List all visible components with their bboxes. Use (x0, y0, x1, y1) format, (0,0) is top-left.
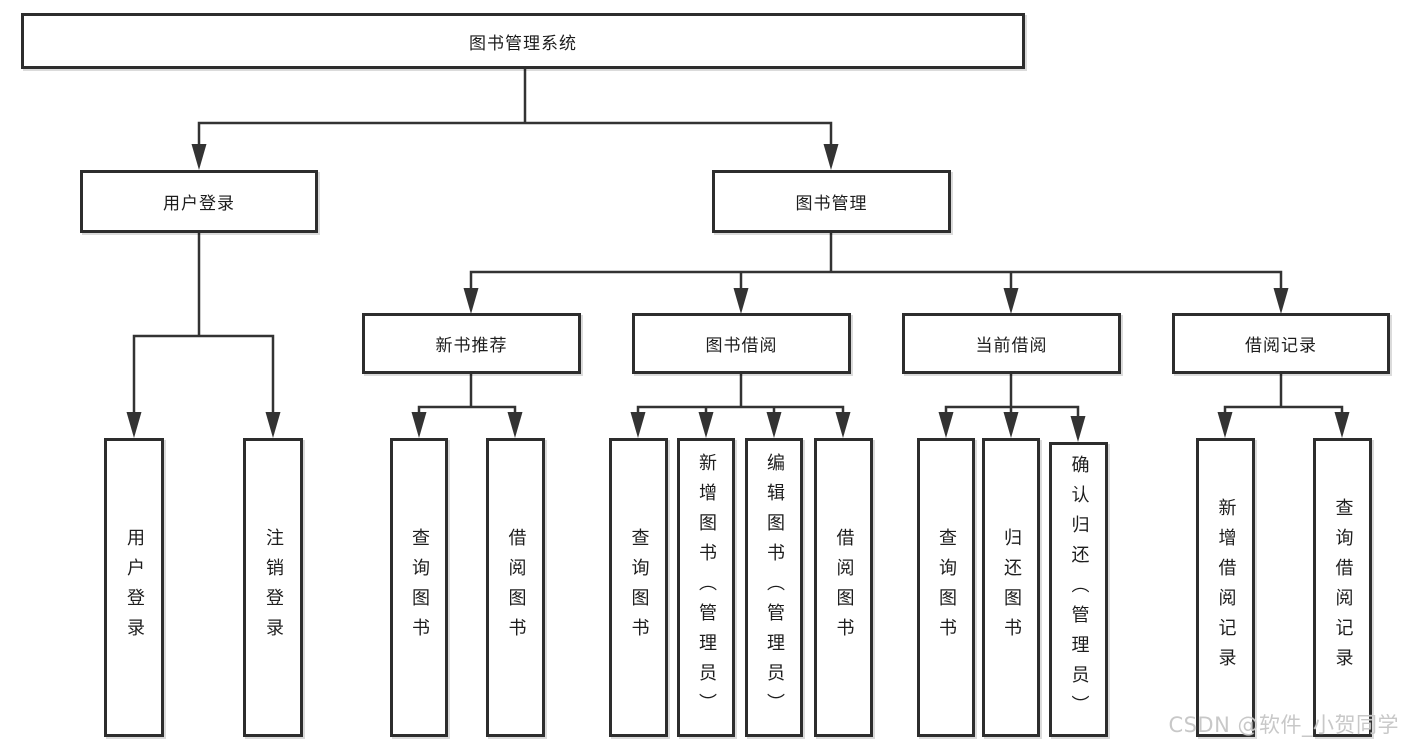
leaf-borrow-edit-books-admin: 编辑图书（管理员） (745, 438, 803, 737)
node-book-borrow-label: 图书借阅 (705, 336, 778, 356)
leaf-recommend-query-books: 查询图书 (390, 438, 448, 737)
leaf-records-add-borrow-record: 新增借阅记录 (1196, 438, 1255, 737)
leaf-current-query-books-label: 查询图书 (936, 527, 957, 648)
node-book-management: 图书管理 (712, 170, 951, 233)
leaf-borrow-query-books: 查询图书 (609, 438, 668, 737)
node-user-login: 用户登录 (80, 170, 318, 233)
node-borrow-records-label: 借阅记录 (1245, 336, 1317, 356)
node-root: 图书管理系统 (21, 13, 1025, 69)
leaf-borrow-edit-books-admin-label: 编辑图书（管理员） (764, 452, 785, 723)
node-new-book-recommend: 新书推荐 (362, 313, 581, 374)
leaf-recommend-query-books-label: 查询图书 (409, 527, 430, 648)
leaf-user-login: 用户登录 (104, 438, 164, 737)
leaf-borrow-borrow-books-label: 借阅图书 (833, 527, 855, 648)
leaf-user-login-label: 用户登录 (124, 527, 145, 648)
leaf-records-add-borrow-record-label: 新增借阅记录 (1215, 497, 1237, 678)
node-user-login-label: 用户登录 (163, 194, 235, 214)
node-new-book-recommend-label: 新书推荐 (435, 336, 508, 356)
leaf-recommend-borrow-books: 借阅图书 (486, 438, 545, 737)
leaf-logout-label: 注销登录 (263, 527, 284, 648)
leaf-records-query-borrow-record-label: 查询借阅记录 (1332, 497, 1354, 678)
leaf-current-query-books: 查询图书 (917, 438, 975, 737)
leaf-recommend-borrow-books-label: 借阅图书 (505, 527, 527, 648)
leaf-current-confirm-return-admin-label: 确认归还（管理员） (1068, 454, 1090, 725)
watermark: CSDN @软件_小贺同学 (1168, 713, 1399, 737)
connector-lines (132, 69, 1344, 420)
leaf-current-confirm-return-admin: 确认归还（管理员） (1049, 442, 1108, 737)
node-borrow-records: 借阅记录 (1172, 313, 1390, 374)
leaf-records-query-borrow-record: 查询借阅记录 (1313, 438, 1372, 737)
leaf-current-return-books-label: 归还图书 (1001, 527, 1022, 648)
leaf-borrow-add-books-admin-label: 新增图书（管理员） (696, 452, 717, 723)
leaf-borrow-borrow-books: 借阅图书 (814, 438, 873, 737)
node-book-management-label: 图书管理 (795, 194, 868, 214)
leaf-borrow-query-books-label: 查询图书 (628, 527, 650, 648)
node-book-borrow: 图书借阅 (632, 313, 851, 374)
leaf-logout: 注销登录 (243, 438, 303, 737)
node-current-borrow: 当前借阅 (902, 313, 1121, 374)
leaf-current-return-books: 归还图书 (982, 438, 1040, 737)
node-root-label: 图书管理系统 (469, 33, 577, 54)
node-current-borrow-label: 当前借阅 (975, 336, 1048, 356)
leaf-borrow-add-books-admin: 新增图书（管理员） (677, 438, 735, 737)
